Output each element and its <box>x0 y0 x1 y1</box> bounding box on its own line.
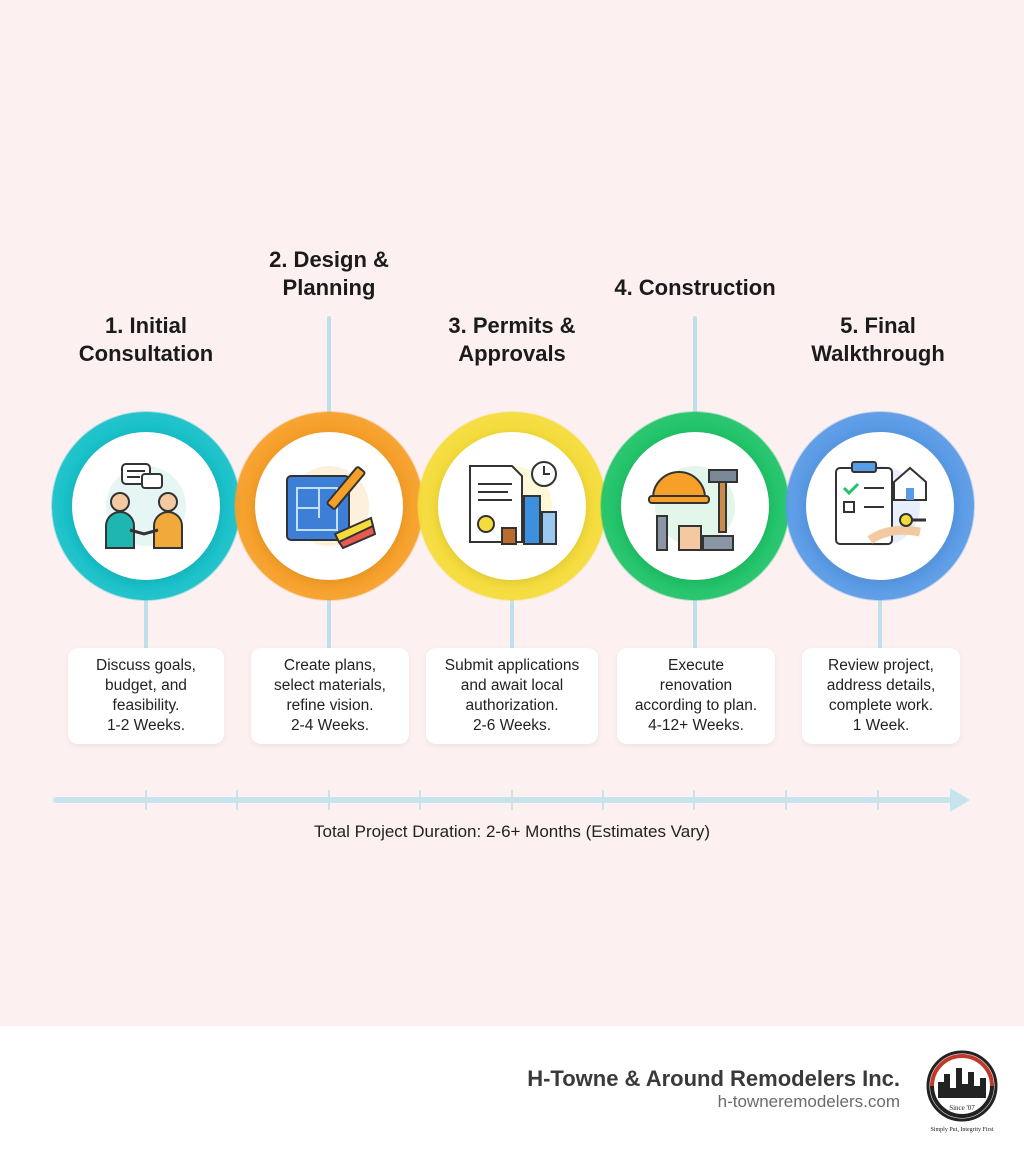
step-5-title: 5. Final Walkthrough <box>811 313 945 366</box>
step-3-title: 3. Permits & Approvals <box>448 313 576 366</box>
step-3-description-card: Submit applications and await local auth… <box>426 648 598 744</box>
step-1-icon-badge <box>72 432 220 580</box>
step-2-title: 2. Design & Planning <box>269 247 389 300</box>
step-2-top-connector <box>327 316 331 416</box>
step-2-description: Create plans, select materials, refine v… <box>274 657 386 734</box>
step-4-top-connector <box>693 316 697 416</box>
step-1-bottom-connector <box>144 598 148 650</box>
blueprint-pencil-icon <box>286 466 377 550</box>
logo-since: Since '07 <box>949 1104 975 1112</box>
step-1-ring <box>52 412 240 600</box>
step-4-description: Execute renovation according to plan. 4-… <box>634 657 758 734</box>
step-3-description: Submit applications and await local auth… <box>444 657 580 734</box>
step-5-description-card: Review project, address details, complet… <box>802 648 960 744</box>
step-4-title: 4. Construction <box>614 275 776 300</box>
hardhat-hammer-icon <box>648 466 738 551</box>
company-name: H-Towne & Around Remodelers Inc. <box>527 1066 900 1091</box>
step-4-description-card: Execute renovation according to plan. 4-… <box>617 648 775 744</box>
total-duration-label: Total Project Duration: 2-6+ Months (Est… <box>313 822 711 841</box>
handshake-consultation-icon <box>105 463 186 549</box>
timeline-arrowhead <box>950 788 970 812</box>
footer: H-Towne & Around Remodelers Inc. h-towne… <box>0 1026 1024 1154</box>
step-3-bottom-connector <box>510 598 514 650</box>
step-5-icon-badge <box>806 432 954 580</box>
step-4-icon-badge <box>621 432 769 580</box>
step-2-description-card: Create plans, select materials, refine v… <box>251 648 409 744</box>
company-logo: Since '07 Simply Put, Integrity First <box>926 1050 998 1133</box>
timeline-arrow <box>53 788 970 812</box>
step-4-ring <box>601 412 789 600</box>
step-1-title: 1. Initial Consultation <box>78 313 214 366</box>
step-5-description: Review project, address details, complet… <box>826 657 936 734</box>
step-5-bottom-connector <box>878 598 882 650</box>
step-1-description-card: Discuss goals, budget, and feasibility. … <box>68 648 224 744</box>
step-2-bottom-connector <box>327 598 331 650</box>
step-3-icon-badge <box>438 432 586 580</box>
logo-tagline: Simply Put, Integrity First <box>930 1127 993 1133</box>
timeline-ticks <box>145 790 879 810</box>
step-5-ring <box>786 412 974 600</box>
step-2-ring <box>235 412 423 600</box>
step-2-icon-badge <box>255 432 403 580</box>
company-website-link[interactable]: h-towneremodelers.com <box>717 1092 900 1111</box>
step-1-description: Discuss goals, budget, and feasibility. … <box>96 657 196 734</box>
step-4-bottom-connector <box>693 598 697 650</box>
checklist-house-key-icon <box>835 461 927 546</box>
step-3-ring <box>418 412 606 600</box>
permit-document-icon <box>469 461 557 546</box>
